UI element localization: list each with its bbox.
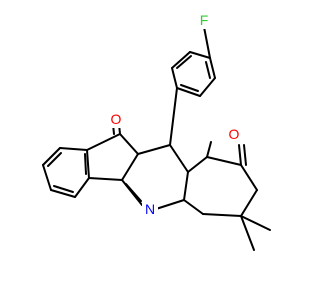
bond bbox=[47, 152, 62, 167]
bond bbox=[86, 133, 121, 151]
oxygen-label: O bbox=[229, 126, 240, 142]
nitrogen-label: N bbox=[145, 201, 155, 217]
bond bbox=[206, 141, 212, 158]
oxygen-label: O bbox=[111, 111, 122, 127]
bond bbox=[171, 67, 178, 89]
bond bbox=[180, 84, 199, 92]
bond bbox=[88, 177, 123, 181]
bond bbox=[202, 213, 242, 217]
atom-oxygen-cyclohexenone: O bbox=[226, 126, 242, 144]
bond bbox=[171, 51, 191, 69]
atom-fluorine: F bbox=[196, 11, 212, 29]
bond bbox=[176, 55, 192, 69]
bond bbox=[121, 179, 143, 206]
bond bbox=[176, 87, 201, 97]
bond bbox=[121, 153, 139, 181]
bond bbox=[205, 61, 211, 79]
bond bbox=[74, 177, 90, 198]
bond bbox=[209, 57, 216, 79]
bond bbox=[42, 147, 61, 166]
atom-nitrogen: N bbox=[142, 200, 158, 218]
bond bbox=[169, 87, 178, 146]
fluorine-label: F bbox=[200, 12, 209, 28]
bond bbox=[86, 149, 90, 179]
bond bbox=[238, 144, 242, 166]
bond bbox=[183, 171, 189, 201]
bond bbox=[59, 147, 88, 151]
bond bbox=[137, 144, 171, 155]
bond bbox=[119, 133, 139, 155]
bond bbox=[42, 164, 52, 191]
bond bbox=[189, 51, 211, 59]
bond bbox=[84, 153, 87, 175]
molecule-drawing: F O O N bbox=[42, 11, 271, 251]
bond bbox=[155, 199, 185, 210]
bond bbox=[125, 183, 142, 202]
bond bbox=[183, 199, 204, 215]
bond bbox=[187, 156, 208, 173]
bond bbox=[203, 26, 211, 59]
bond bbox=[199, 77, 216, 97]
structure-canvas: F O O N bbox=[42, 11, 271, 251]
bond bbox=[53, 185, 74, 193]
bond bbox=[240, 215, 255, 251]
bond bbox=[240, 164, 258, 191]
bond bbox=[243, 144, 247, 166]
bond bbox=[50, 189, 76, 198]
bond bbox=[240, 189, 258, 217]
atom-oxygen-indanone: O bbox=[108, 110, 124, 128]
bond bbox=[206, 156, 242, 166]
bond bbox=[169, 144, 189, 173]
bond bbox=[240, 215, 271, 231]
